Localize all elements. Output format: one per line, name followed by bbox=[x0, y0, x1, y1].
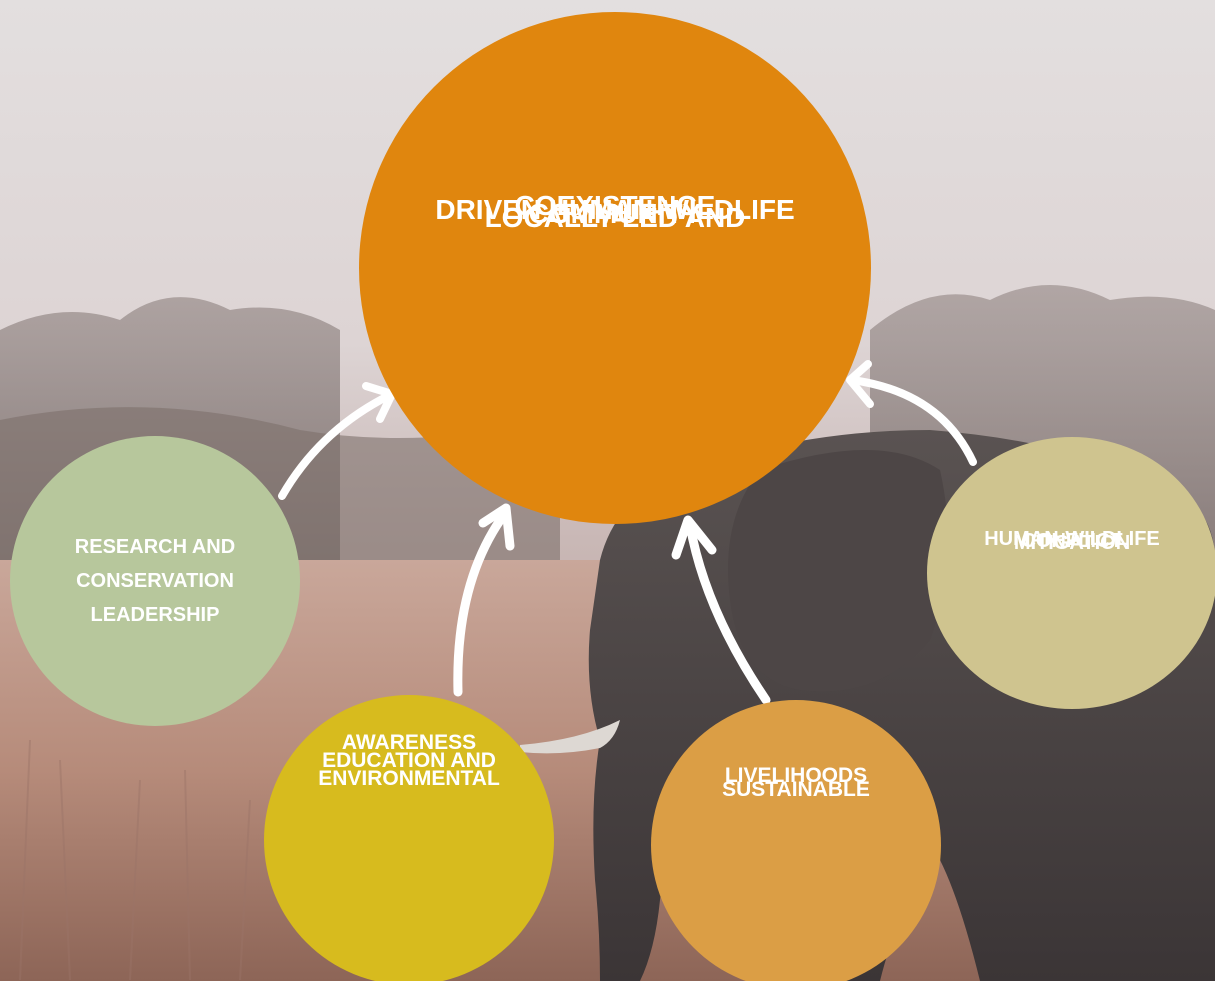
research-label: RESEARCH AND CONSERVATION LEADERSHIP bbox=[75, 530, 235, 632]
research-line: CONSERVATION bbox=[76, 570, 234, 592]
center-goal-line: COEXISTENCE bbox=[514, 190, 716, 221]
arrow-conflict-to-center bbox=[846, 360, 977, 466]
conflict-mitigation-line: MITIGATION bbox=[1013, 532, 1131, 554]
livelihoods-node: SUSTAINABLE LIVELIHOODS bbox=[651, 700, 941, 981]
center-goal-line: COMMUNITY bbox=[528, 198, 702, 229]
center-goal-line: LOCALLY-LED AND bbox=[484, 202, 746, 233]
center-goal-line: DRIVEN HUMAN-WILDLIFE bbox=[435, 194, 795, 225]
livelihoods-line: SUSTAINABLE bbox=[722, 778, 870, 801]
research-node: RESEARCH AND CONSERVATION LEADERSHIP bbox=[10, 436, 300, 726]
livelihoods-line: LIVELIHOODS bbox=[724, 764, 868, 787]
arrow-research-to-center bbox=[278, 382, 396, 500]
conflict-mitigation-line: CONFLICT bbox=[1021, 530, 1123, 552]
conflict-mitigation-node: HUMAN-WILDLIFE CONFLICT MITIGATION bbox=[927, 437, 1215, 709]
research-line: RESEARCH AND bbox=[74, 536, 236, 558]
education-line: AWARENESS bbox=[341, 731, 477, 754]
arrow-education-to-center bbox=[453, 503, 515, 697]
center-goal-node: LOCALLY-LED AND COMMUNITY DRIVEN HUMAN-W… bbox=[359, 12, 871, 524]
conflict-mitigation-label: HUMAN-WILDLIFE CONFLICT MITIGATION bbox=[984, 528, 1160, 560]
conflict-mitigation-line: HUMAN-WILDLIFE bbox=[984, 528, 1160, 550]
education-line: ENVIRONMENTAL bbox=[318, 767, 500, 790]
education-line: EDUCATION AND bbox=[322, 749, 496, 772]
arrow-livelihoods-to-center bbox=[671, 515, 771, 705]
education-node: ENVIRONMENTAL EDUCATION AND AWARENESS bbox=[264, 695, 554, 981]
research-line: LEADERSHIP bbox=[90, 604, 220, 626]
